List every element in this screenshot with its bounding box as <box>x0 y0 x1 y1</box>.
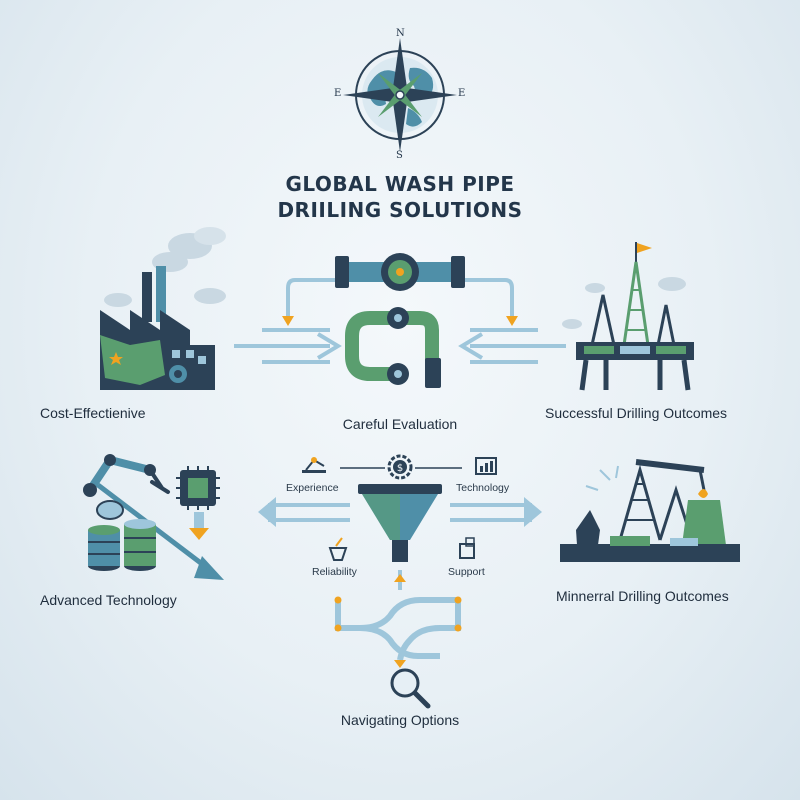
page-title-line-2: DRIILING SOLUTIONS <box>277 198 523 222</box>
cost-effective-label: Cost-Effectienive <box>40 405 146 421</box>
left-inflow-arrows <box>234 328 342 364</box>
technology-label: Technology <box>456 482 510 494</box>
top-left-connector-arrow <box>286 278 335 318</box>
compass-east-label: E <box>458 88 466 99</box>
compass-west-label: E <box>334 88 342 99</box>
navigating-options-label: Navigating Options <box>340 712 460 728</box>
reliability-icon <box>328 537 348 561</box>
funnel-icon <box>358 484 442 562</box>
funnel-left-arrow <box>268 503 350 522</box>
support-icon <box>459 537 475 559</box>
navigation-paths-icon <box>335 597 461 661</box>
advanced-technology-label: Advanced Technology <box>40 592 177 608</box>
pipe-loop-icon <box>345 307 441 388</box>
support-label: Support <box>448 566 485 578</box>
technology-chart-icon <box>475 457 497 475</box>
dollar-gear-icon: $ <box>387 454 413 480</box>
right-inflow-arrows <box>458 328 566 364</box>
robot-arm-coins-icon <box>83 454 224 580</box>
wash-pipe-icon <box>335 253 465 291</box>
svg-text:$: $ <box>397 463 403 474</box>
compass-south-label: S <box>396 150 403 161</box>
magnifier-icon <box>390 668 431 709</box>
successful-outcomes-label: Successful Drilling Outcomes <box>545 405 728 421</box>
top-right-connector-arrow <box>465 278 514 318</box>
compass-north-label: N <box>396 28 405 39</box>
factory-icon <box>100 227 226 390</box>
mineral-drilling-icon <box>560 459 740 562</box>
page-title-line-1: GLOBAL WASH PIPE <box>285 172 515 196</box>
compass-globe-icon <box>343 38 457 152</box>
careful-evaluation-label: Careful Evaluation <box>342 416 458 432</box>
mineral-outcomes-label: Minnerral Drilling Outcomes <box>556 588 729 604</box>
experience-label: Experience <box>286 482 339 494</box>
funnel-right-arrow <box>450 503 532 522</box>
experience-icon <box>302 457 326 473</box>
offshore-rig-icon <box>562 242 694 391</box>
reliability-label: Reliability <box>312 566 357 578</box>
